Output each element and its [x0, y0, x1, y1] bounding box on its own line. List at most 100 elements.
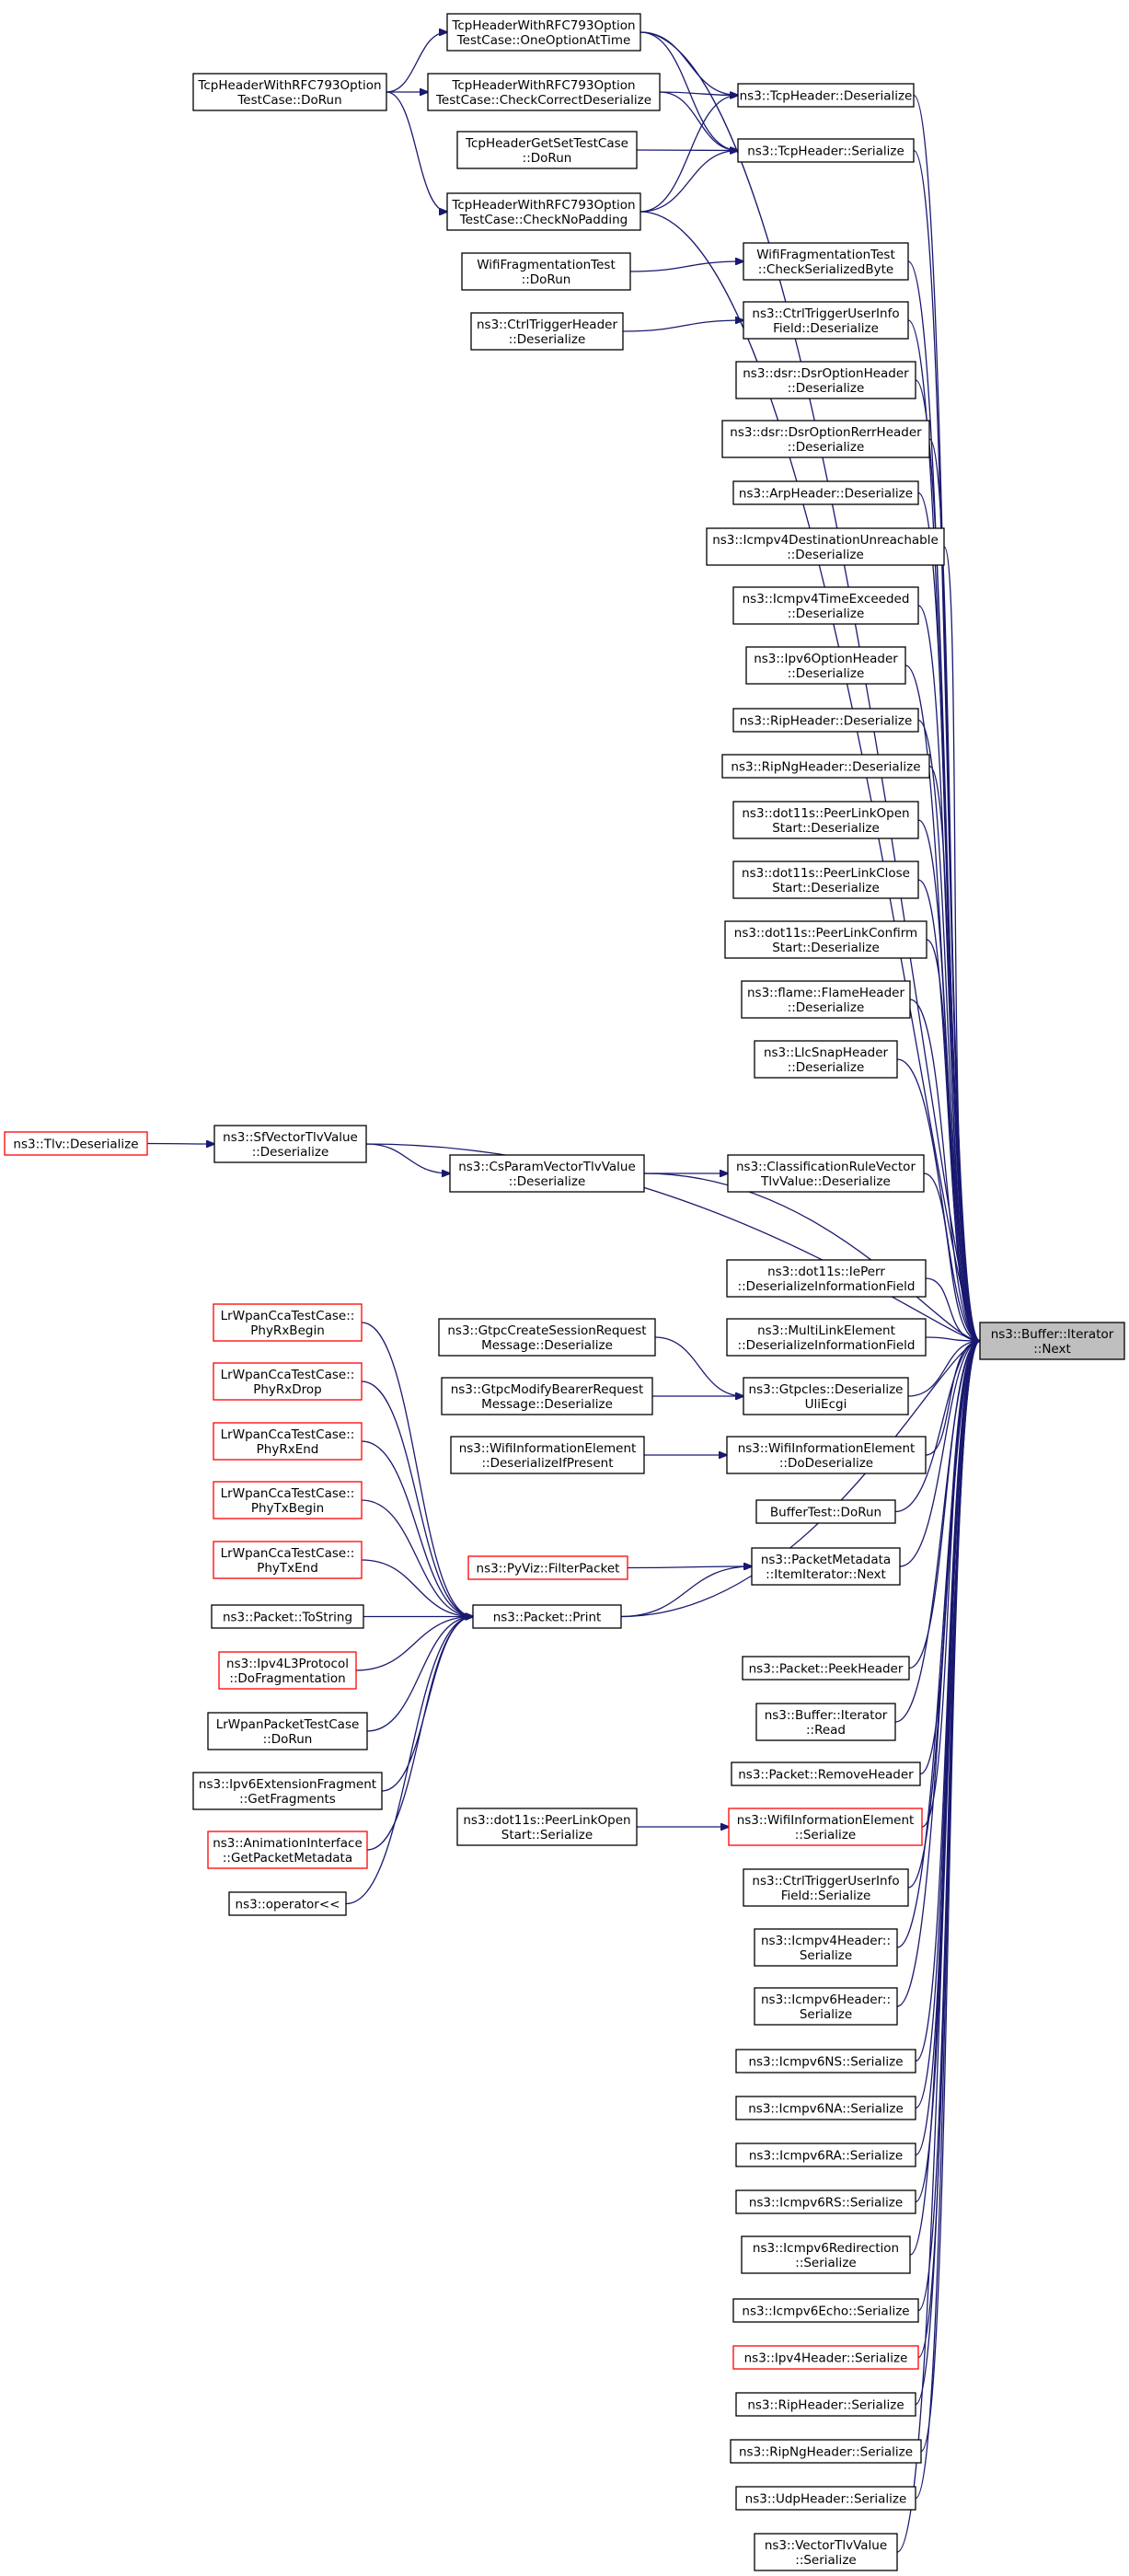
node-ns3-icmpv6redirection-serialize[interactable]: ns3::Icmpv6Redirection::Serialize — [741, 2235, 911, 2274]
node-ns3-arpheader-deserialize[interactable]: ns3::ArpHeader::Deserialize — [732, 480, 919, 505]
call-edge-n21-to-target — [917, 879, 980, 1341]
call-edge-n30-to-target — [925, 1336, 980, 1341]
node-ns3-ipv6optionheader-deserialize[interactable]: ns3::Ipv6OptionHeader::Deserialize — [745, 646, 906, 685]
node-label-line: UliEcgi — [805, 1397, 847, 1412]
node-ns3-packet-removeheader[interactable]: ns3::Packet::RemoveHeader — [731, 1762, 921, 1786]
node-label-line: ::DoRun — [522, 272, 571, 287]
node-ns3-ipv4header-serialize[interactable]: ns3::Ipv4Header::Serialize — [732, 2345, 919, 2370]
node-ns3-dot11s-ieperr-deserializeinformationfield[interactable]: ns3::dot11s::IePerr::DeserializeInformat… — [726, 1259, 927, 1298]
node-ns3-operator[interactable]: ns3::operator<< — [228, 1891, 347, 1916]
node-label-line: ns3::UdpHeader::Serialize — [745, 2492, 907, 2507]
node-buffertest-dorun[interactable]: BufferTest::DoRun — [755, 1499, 896, 1524]
node-lrwpanccatestcase-phyrxdrop[interactable]: LrWpanCcaTestCase::PhyRxDrop — [213, 1362, 363, 1401]
node-ns3-packet-tostring[interactable]: ns3::Packet::ToString — [211, 1604, 364, 1629]
node-ns3-vectortlvvalue-serialize[interactable]: ns3::VectorTlvValue::Serialize — [754, 2533, 898, 2571]
node-tcpheaderwithrfc793optiontestcase-checknopadding[interactable]: TcpHeaderWithRFC793OptionTestCase::Check… — [446, 192, 641, 231]
node-ns3-icmpv4header-serialize[interactable]: ns3::Icmpv4Header::Serialize — [754, 1928, 898, 1967]
node-tcpheadergetsettestcase-dorun[interactable]: TcpHeaderGetSetTestCase::DoRun — [456, 131, 638, 169]
node-ns3-tcpheader-deserialize[interactable]: ns3::TcpHeader::Deserialize — [737, 83, 915, 108]
node-ns3-dsr-dsroptionheader-deserialize[interactable]: ns3::dsr::DsrOptionHeader::Deserialize — [735, 361, 916, 399]
node-label-line: WifiFragmentationTest — [756, 248, 895, 262]
node-ns3-ripheader-serialize[interactable]: ns3::RipHeader::Serialize — [735, 2392, 916, 2417]
call-edge-n58-to-target — [896, 1341, 980, 2007]
node-ns3-sfvectortlvvalue-deserialize[interactable]: ns3::SfVectorTlvValue::Deserialize — [213, 1125, 367, 1163]
node-ns3-dot11s-peerlinkconfirmstart-deserialize[interactable]: ns3::dot11s::PeerLinkConfirmStart::Deser… — [724, 920, 927, 959]
node-label-line: PhyTxBegin — [251, 1501, 324, 1516]
node-ns3-icmpv6ns-serialize[interactable]: ns3::Icmpv6NS::Serialize — [735, 2049, 916, 2074]
node-ns3-buffer-iterator-next[interactable]: ns3::Buffer::Iterator::Next — [979, 1322, 1125, 1360]
node-lrwpanccatestcase-phytxbegin[interactable]: LrWpanCcaTestCase::PhyTxBegin — [213, 1481, 363, 1519]
node-ns3-tcpheader-serialize[interactable]: ns3::TcpHeader::Serialize — [737, 138, 915, 163]
node-ns3-ripheader-deserialize[interactable]: ns3::RipHeader::Deserialize — [732, 708, 919, 733]
node-ns3-icmpv6ra-serialize[interactable]: ns3::Icmpv6RA::Serialize — [735, 2143, 916, 2167]
node-ns3-ripngheader-deserialize[interactable]: ns3::RipNgHeader::Deserialize — [721, 754, 930, 779]
node-ns3-dsr-dsroptionrerrheader-deserialize[interactable]: ns3::dsr::DsrOptionRerrHeader::Deseriali… — [721, 420, 930, 458]
node-ns3-ctrltriggeruserinfofield-deserialize[interactable]: ns3::CtrlTriggerUserInfoField::Deseriali… — [743, 301, 909, 340]
node-ns3-classificationrulevectortlvvalue-deserialize[interactable]: ns3::ClassificationRuleVectorTlvValue::D… — [727, 1154, 925, 1193]
call-edge-n1-to-n4 — [639, 31, 738, 96]
node-ns3-ripngheader-serialize[interactable]: ns3::RipNgHeader::Serialize — [730, 2439, 922, 2464]
node-wififragmentationtest-checkserializedbyte[interactable]: WifiFragmentationTest::CheckSerializedBy… — [743, 242, 909, 281]
node-ns3-gtpccreatesessionrequestmessage-deserialize[interactable]: ns3::GtpcCreateSessionRequestMessage::De… — [438, 1318, 656, 1357]
call-edge-n6-to-target — [913, 149, 980, 1342]
node-ns3-flame-flameheader-deserialize[interactable]: ns3::flame::FlameHeader::Deserialize — [741, 980, 911, 1019]
node-ns3-llcsnapheader-deserialize[interactable]: ns3::LlcSnapHeader::Deserialize — [754, 1040, 898, 1079]
call-edge-n7-to-n4 — [639, 96, 738, 213]
node-label-line: ns3::dot11s::IePerr — [767, 1265, 885, 1279]
node-ns3-gtpcmodifybearerrequestmessage-deserialize[interactable]: ns3::GtpcModifyBearerRequestMessage::Des… — [441, 1377, 653, 1415]
call-edge-n3-to-n4 — [659, 91, 738, 96]
node-ns3-csparamvectortlvvalue-deserialize[interactable]: ns3::CsParamVectorTlvValue::Deserialize — [449, 1154, 645, 1193]
node-wififragmentationtest-dorun[interactable]: WifiFragmentationTest::DoRun — [461, 252, 631, 291]
node-ns3-icmpv6header-serialize[interactable]: ns3::Icmpv6Header::Serialize — [754, 1987, 898, 2026]
node-ns3-buffer-iterator-read[interactable]: ns3::Buffer::Iterator::Read — [755, 1703, 896, 1741]
node-ns3-animationinterface-getpacketmetadata[interactable]: ns3::AnimationInterface::GetPacketMetada… — [207, 1831, 368, 1869]
node-ns3-dot11s-peerlinkclosestart-deserialize[interactable]: ns3::dot11s::PeerLinkCloseStart::Deseria… — [732, 861, 919, 899]
node-label-line: ::Deserialize — [788, 606, 865, 621]
node-tcpheaderwithrfc793optiontestcase-oneoptionattime[interactable]: TcpHeaderWithRFC793OptionTestCase::OneOp… — [446, 13, 641, 52]
call-edge-n50-to-target — [620, 1341, 980, 1618]
node-lrwpanpackettestcase-dorun[interactable]: LrWpanPacketTestCase::DoRun — [207, 1712, 368, 1750]
node-label-line: Field::Serialize — [781, 1889, 871, 1903]
node-lrwpanccatestcase-phytxend[interactable]: LrWpanCcaTestCase::PhyTxEnd — [213, 1541, 363, 1579]
node-ns3-icmpv4destinationunreachable-deserialize[interactable]: ns3::Icmpv4DestinationUnreachable::Deser… — [706, 527, 945, 566]
node-ns3-icmpv4timeexceeded-deserialize[interactable]: ns3::Icmpv4TimeExceeded::Deserialize — [732, 586, 919, 625]
node-label-line: ns3::Ipv6OptionHeader — [754, 652, 898, 666]
node-label-line: ns3::Packet::PeekHeader — [749, 1662, 904, 1677]
node-box — [732, 480, 919, 505]
node-ns3-icmpv6na-serialize[interactable]: ns3::Icmpv6NA::Serialize — [735, 2096, 916, 2120]
node-box — [979, 1322, 1125, 1360]
node-ns3-tlv-deserialize[interactable]: ns3::Tlv::Deserialize — [4, 1131, 148, 1156]
node-ns3-packet-peekheader[interactable]: ns3::Packet::PeekHeader — [742, 1656, 910, 1681]
node-lrwpanccatestcase-phyrxbegin[interactable]: LrWpanCcaTestCase::PhyRxBegin — [213, 1303, 363, 1342]
node-ns3-wifiinformationelement-serialize[interactable]: ns3::WifiInformationElement::Serialize — [728, 1808, 923, 1846]
node-box — [735, 2486, 916, 2511]
node-ns3-packet-print[interactable]: ns3::Packet::Print — [472, 1604, 622, 1629]
node-box — [449, 1154, 645, 1193]
node-ns3-pyviz-filterpacket[interactable]: ns3::PyViz::FilterPacket — [467, 1555, 628, 1580]
node-ns3-udpheader-serialize[interactable]: ns3::UdpHeader::Serialize — [735, 2486, 916, 2511]
node-lrwpanccatestcase-phyrxend[interactable]: LrWpanCcaTestCase::PhyRxEnd — [213, 1422, 363, 1461]
node-box — [706, 527, 945, 566]
node-ns3-dot11s-peerlinkopenstart-serialize[interactable]: ns3::dot11s::PeerLinkOpenStart::Serializ… — [456, 1808, 638, 1846]
node-ns3-icmpv6rs-serialize[interactable]: ns3::Icmpv6RS::Serialize — [735, 2189, 916, 2214]
node-box — [726, 1259, 927, 1298]
node-ns3-ipv6extensionfragment-getfragments[interactable]: ns3::Ipv6ExtensionFragment::GetFragments — [192, 1772, 383, 1810]
node-label-line: ::DoRun — [523, 151, 572, 166]
node-ns3-ipv4l3protocol-dofragmentation[interactable]: ns3::Ipv4L3Protocol::DoFragmentation — [218, 1651, 357, 1690]
node-tcpheaderwithrfc793optiontestcase-checkcorrectdeserialize[interactable]: TcpHeaderWithRFC793OptionTestCase::Check… — [427, 73, 661, 111]
node-ns3-multilinkelement-deserializeinformationfield[interactable]: ns3::MultiLinkElement::DeserializeInform… — [726, 1318, 927, 1357]
node-ns3-icmpv6echo-serialize[interactable]: ns3::Icmpv6Echo::Serialize — [732, 2298, 919, 2323]
call-edge-n66-to-target — [915, 1341, 980, 2406]
node-ns3-wifiinformationelement-dodeserialize[interactable]: ns3::WifiInformationElement::DoDeseriali… — [726, 1436, 927, 1474]
node-label-line: Serialize — [800, 1948, 852, 1963]
node-ns3-wifiinformationelement-deserializeifpresent[interactable]: ns3::WifiInformationElement::Deserialize… — [450, 1436, 645, 1474]
node-label-line: ns3::LlcSnapHeader — [764, 1045, 889, 1060]
node-ns3-packetmetadata-itemiterator-next[interactable]: ns3::PacketMetadata::ItemIterator::Next — [751, 1547, 901, 1586]
node-ns3-ctrltriggerheader-deserialize[interactable]: ns3::CtrlTriggerHeader::Deserialize — [470, 312, 624, 351]
node-label-line: ns3::dot11s::PeerLinkOpen — [463, 1813, 630, 1828]
node-ns3-dot11s-peerlinkopenstart-deserialize[interactable]: ns3::dot11s::PeerLinkOpenStart::Deserial… — [732, 801, 919, 839]
